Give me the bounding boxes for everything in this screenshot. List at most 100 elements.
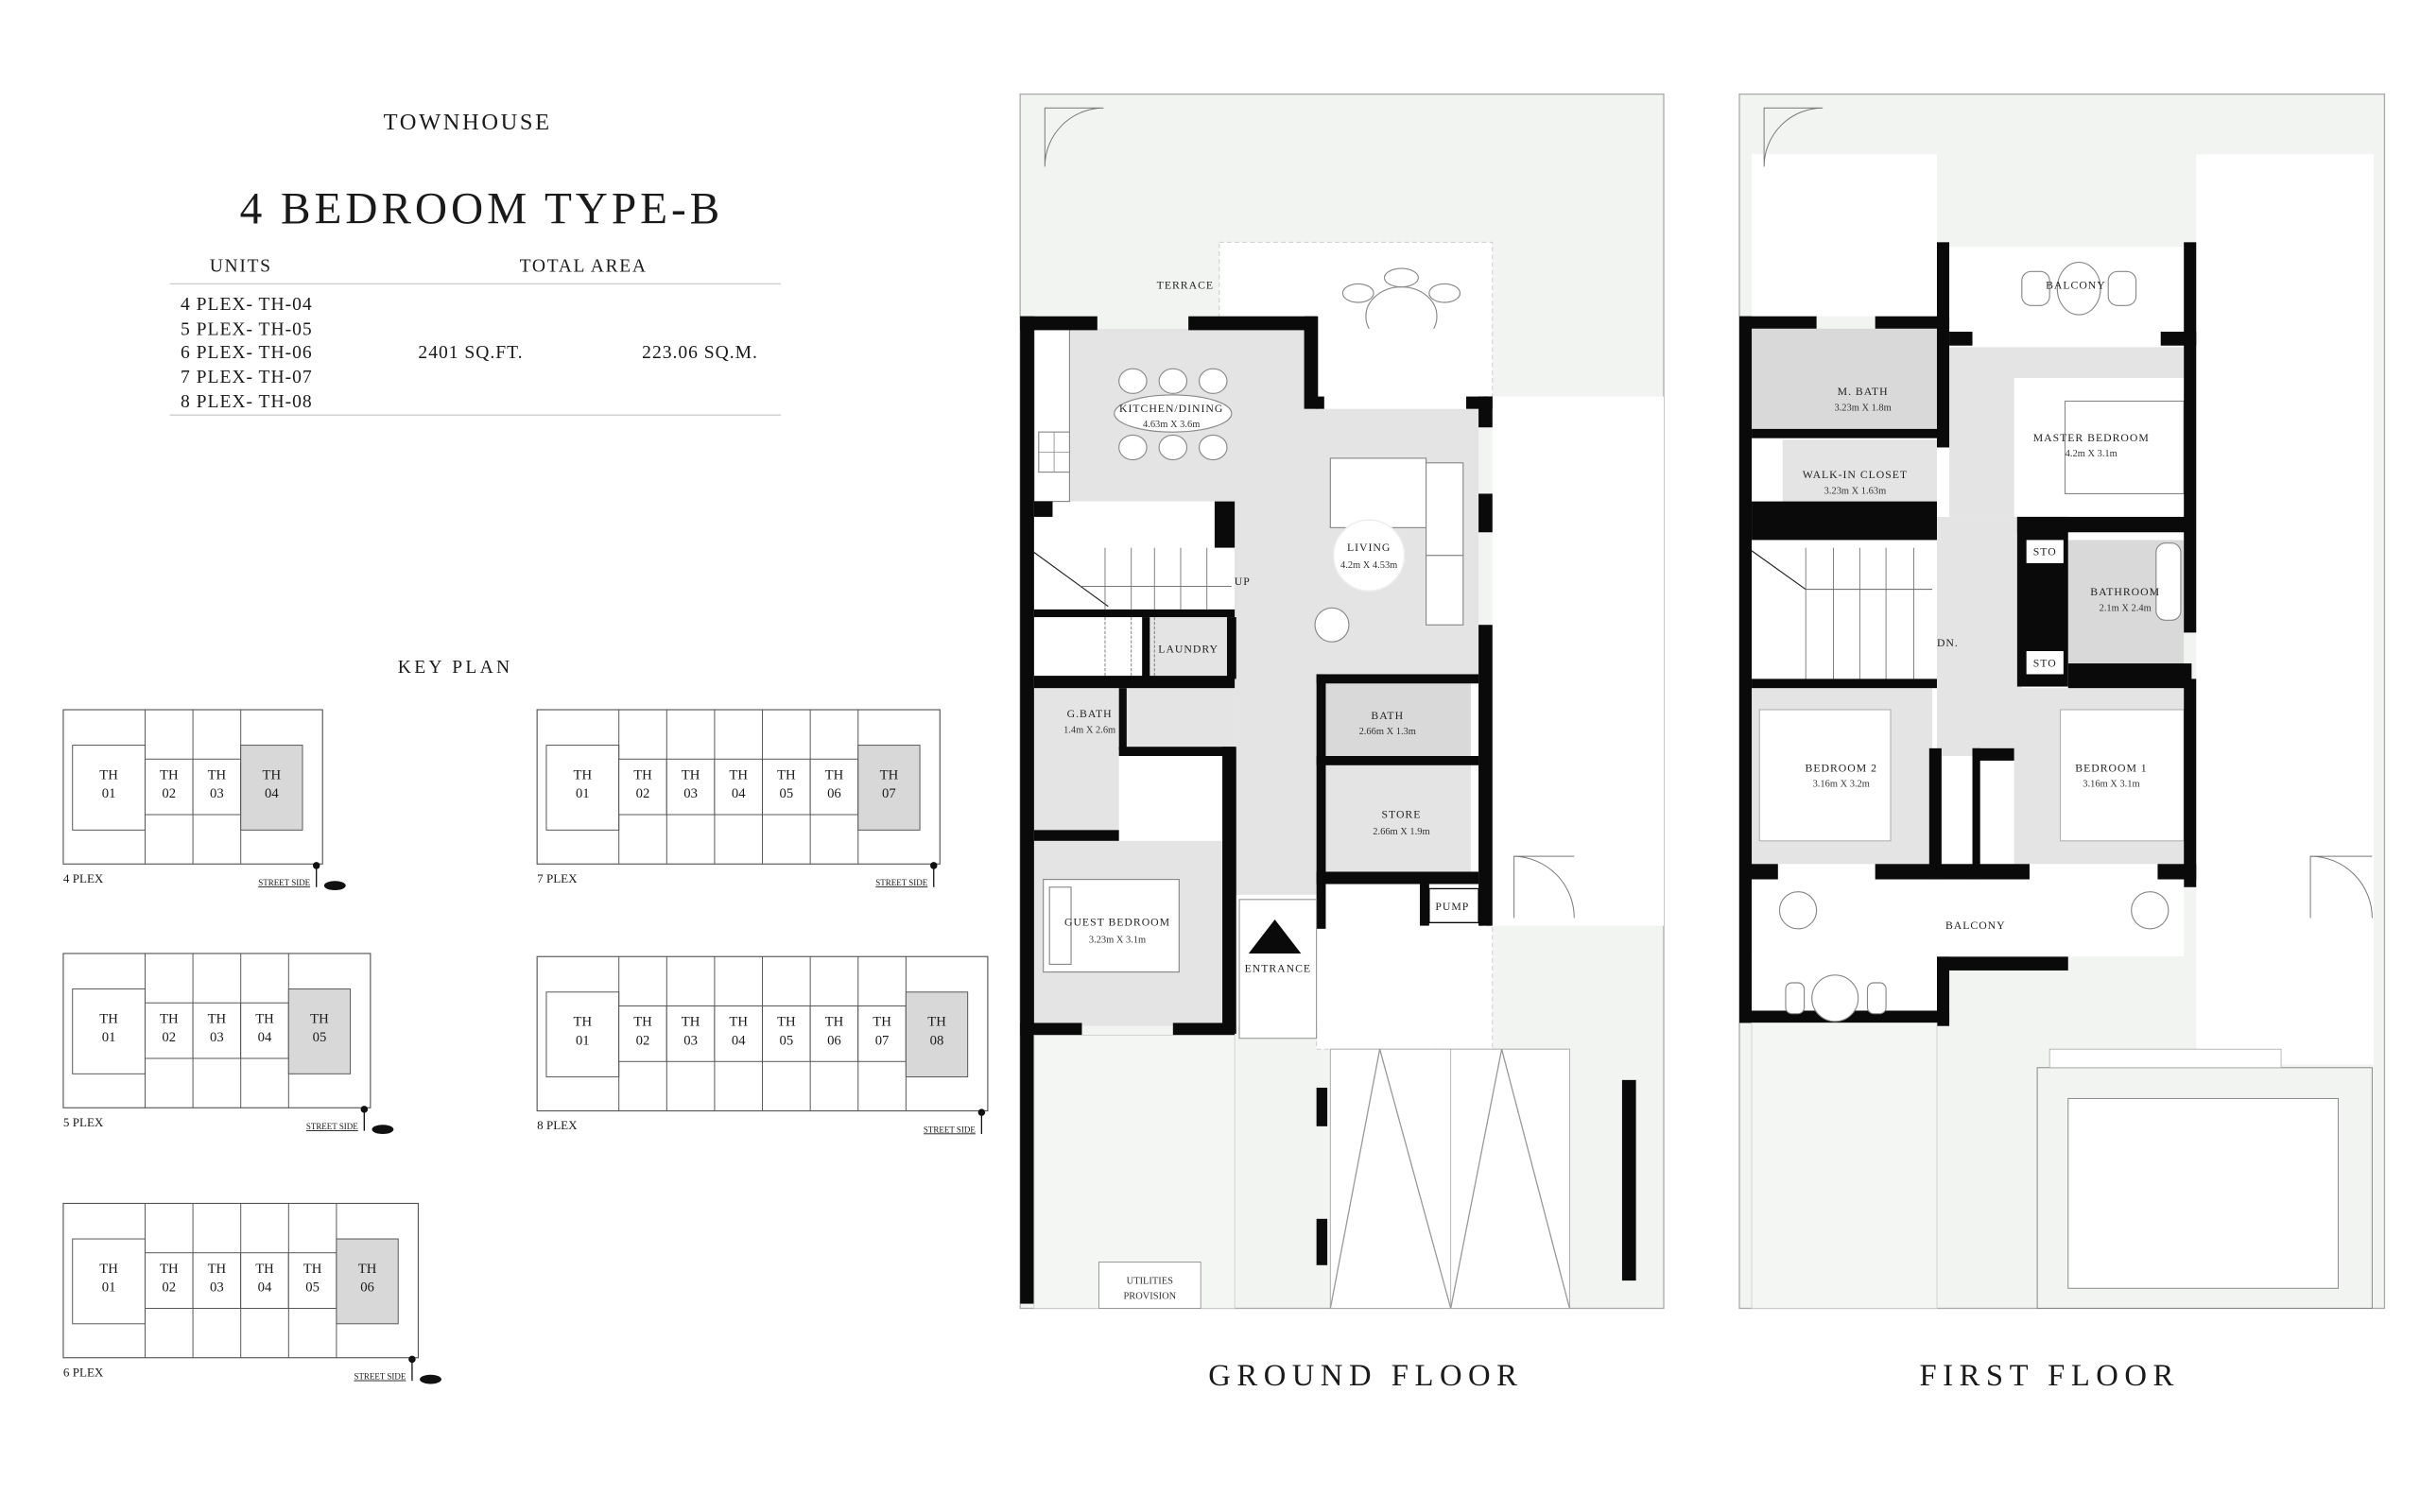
bath-floor xyxy=(1323,683,1471,756)
unit-number-label: 02 xyxy=(162,1280,176,1296)
unit-footprint xyxy=(144,1252,194,1309)
corridor-first xyxy=(1936,516,2022,756)
room-label-kitchen: KITCHEN/DINING xyxy=(1119,403,1223,415)
pump-room xyxy=(1428,887,1479,923)
lamp-head xyxy=(312,862,320,869)
unit-number-label: 02 xyxy=(162,1030,176,1045)
area-sqm: 223.06 SQ.M. xyxy=(642,343,758,363)
door-swing-icon xyxy=(1513,855,1575,919)
unit-number-label: 02 xyxy=(162,786,176,801)
unit-number-label: 03 xyxy=(683,1033,698,1048)
street-lamp-icon xyxy=(360,1106,369,1131)
room-label-balcony-bottom: BALCONY xyxy=(1945,919,2006,932)
room-label-store: STORE xyxy=(1381,808,1421,820)
laundry-floor xyxy=(1150,617,1227,677)
mbath-floor xyxy=(1752,328,1937,429)
area-column-header: TOTAL AREA xyxy=(520,256,648,276)
unit-footprint xyxy=(192,1002,242,1059)
unit-footprint xyxy=(72,745,146,831)
room-size-mbath: 3.23m X 1.8m xyxy=(1834,403,1891,413)
unit-prefix-label: TH xyxy=(825,767,844,782)
street-side-label: STREET SIDE xyxy=(258,878,310,887)
unit-footprint xyxy=(809,1005,859,1062)
unit-prefix-label: TH xyxy=(208,767,227,782)
unit-footprint xyxy=(240,1002,289,1059)
door-swing-icon xyxy=(2309,855,2373,919)
unit-prefix-label: TH xyxy=(574,1015,593,1030)
car-icon xyxy=(323,881,346,891)
gbath-floor xyxy=(1033,688,1119,833)
unit-prefix-label: TH xyxy=(682,1015,700,1030)
unit-number-label: 07 xyxy=(882,786,896,801)
door-swing-icon xyxy=(1044,107,1104,167)
unit-number-label: 03 xyxy=(683,786,698,801)
unit-footprint xyxy=(287,1252,337,1309)
unit-number-label: 03 xyxy=(210,1280,224,1296)
plex-label: 4 PLEX xyxy=(63,871,104,885)
lamp-head xyxy=(408,1355,416,1364)
kitchen-counter xyxy=(1033,328,1070,503)
unit-number-label: 05 xyxy=(305,1280,320,1296)
unit-footprint xyxy=(762,1005,811,1062)
car-icon xyxy=(372,1125,394,1134)
unit-number-label: 02 xyxy=(636,1033,650,1048)
plex-label: 8 PLEX xyxy=(537,1118,578,1132)
street-lamp-icon xyxy=(312,862,320,887)
unit-footprint xyxy=(857,1005,907,1062)
room-label-bath: BATH xyxy=(1371,710,1404,722)
hall-floor xyxy=(1126,688,1236,750)
unit-footprint xyxy=(192,1252,242,1309)
unit-footprint xyxy=(809,758,859,816)
utilities-label: PROVISION xyxy=(1123,1292,1176,1302)
sto-lower xyxy=(2026,650,2064,675)
unit-row: 7 PLEX- TH-07 xyxy=(181,368,313,387)
balcony-chairs-icon xyxy=(1778,891,2169,1022)
room-size-bedroom2: 3.16m X 3.2m xyxy=(1813,780,1870,790)
street-lamp-icon xyxy=(408,1355,416,1382)
ground-floor-walls xyxy=(1020,316,1636,1304)
unit-number-label: 03 xyxy=(210,1030,224,1045)
lower-roof-area xyxy=(1751,1022,1938,1309)
lamp-head xyxy=(930,862,938,869)
unit-row: 4 PLEX- TH-04 xyxy=(181,295,313,315)
unit-footprint xyxy=(192,758,242,816)
room-label-entrance: ENTRANCE xyxy=(1245,963,1312,975)
entrance-arrow-icon xyxy=(1248,919,1302,954)
street-side-label: STREET SIDE xyxy=(924,1125,976,1134)
pool-below xyxy=(2036,1048,2373,1309)
unit-footprint xyxy=(72,988,146,1074)
unit-footprint xyxy=(666,1005,716,1062)
room-label-gbath: G.BATH xyxy=(1067,708,1113,720)
lamp-head xyxy=(360,1106,369,1113)
door-swing-icon xyxy=(1763,107,1824,167)
unit-number-label: 05 xyxy=(779,786,793,801)
unit-footprint xyxy=(714,1005,764,1062)
unit-prefix-label: TH xyxy=(633,1015,652,1030)
ground-floor-title: GROUND FLOOR xyxy=(1208,1359,1523,1393)
unit-prefix-label: TH xyxy=(255,1011,274,1026)
unit-footprint xyxy=(240,1252,289,1309)
master-bed-frame xyxy=(2064,400,2185,495)
key-plan-title: KEY PLAN xyxy=(398,658,513,678)
unit-prefix-label: TH xyxy=(160,767,179,782)
room-size-store: 2.66m X 1.9m xyxy=(1373,827,1429,837)
unit-number-label: 01 xyxy=(102,1280,116,1296)
unit-prefix-label: TH xyxy=(574,767,593,782)
area-sqft: 2401 SQ.FT. xyxy=(418,343,523,363)
unit-number-label: 05 xyxy=(779,1033,793,1048)
room-label-master-bedroom: MASTER BEDROOM xyxy=(2033,432,2150,444)
sto-upper xyxy=(2026,540,2064,563)
unit-footprint xyxy=(144,758,194,816)
unit-prefix-label: TH xyxy=(729,767,748,782)
entrance-step xyxy=(1238,899,1318,1040)
bathtub-icon xyxy=(2155,542,2182,621)
unit-footprint xyxy=(72,1238,146,1325)
unit-number-label: 04 xyxy=(265,786,279,801)
unit-prefix-label: TH xyxy=(255,1262,274,1277)
